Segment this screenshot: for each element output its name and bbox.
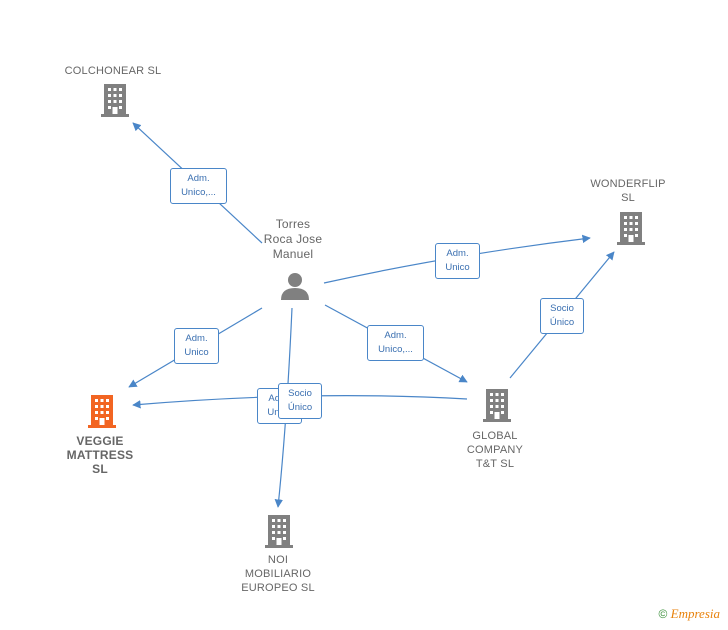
company-label-wonderflip[interactable]: WONDERFLIP SL [590, 178, 666, 204]
building-icon[interactable] [617, 212, 645, 245]
edge-label-to-veggie[interactable]: Adm. Unico [174, 328, 219, 364]
edge-label-to-colchonear[interactable]: Adm. Unico,... [170, 168, 227, 204]
company-label-colchonear[interactable]: COLCHONEAR SL [64, 65, 162, 77]
edge-label-global-to-wonderflip[interactable]: Socio Único [540, 298, 584, 334]
edge-label-global-to-veggie[interactable]: Socio Único [278, 383, 322, 419]
footer-brand[interactable]: © Empresia [658, 606, 720, 622]
copyright-symbol: © [658, 607, 668, 621]
person-label[interactable]: Torres Roca Jose Manuel [263, 217, 323, 261]
brand-name: Empresia [670, 606, 720, 621]
building-icon[interactable] [101, 84, 129, 117]
edge-label-to-global[interactable]: Adm. Unico,... [367, 325, 424, 361]
building-icon[interactable] [483, 389, 511, 422]
building-icon[interactable] [88, 395, 116, 428]
company-label-global[interactable]: GLOBAL COMPANY T&T SL [466, 430, 524, 470]
company-label-noi[interactable]: NOI MOBILIARIO EUROPEO SL [241, 554, 315, 594]
person-icon[interactable] [281, 273, 309, 300]
building-icon[interactable] [265, 515, 293, 548]
edge-label-to-wonderflip[interactable]: Adm. Unico [435, 243, 480, 279]
company-label-veggie[interactable]: VEGGIE MATTRESS SL [66, 434, 134, 476]
